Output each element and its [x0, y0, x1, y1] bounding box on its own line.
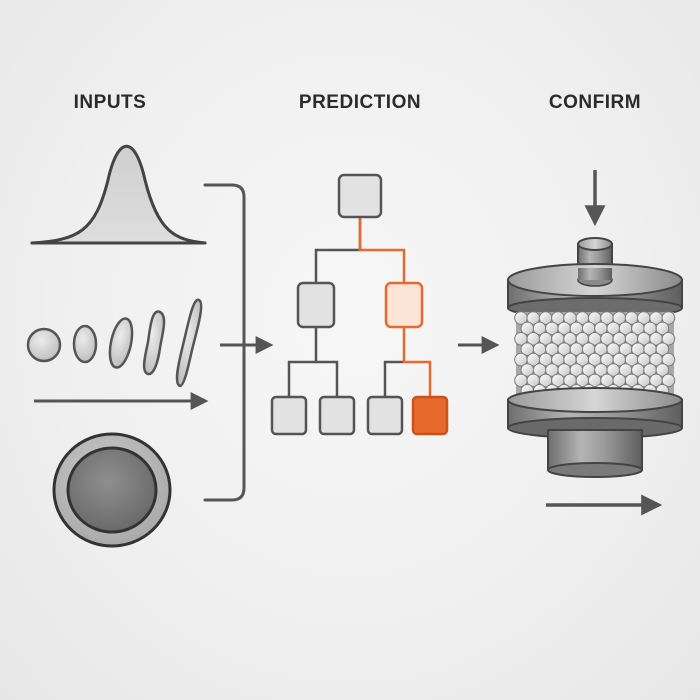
ring-cross-section-icon [52, 432, 172, 548]
tree-leaf-node [366, 395, 404, 436]
confirm-title: CONFIRM [548, 92, 642, 113]
inputs-merge-bracket [203, 183, 246, 502]
tree-root-node [337, 173, 383, 219]
particle-shape-sequence-icon [26, 298, 203, 388]
tree-leaf-node [270, 395, 308, 436]
tree-leaf-node [318, 395, 356, 436]
particle-sphere [661, 311, 676, 325]
inputs-title: INPUTS [73, 92, 147, 113]
prediction-title: PREDICTION [298, 92, 422, 113]
particle-sphere [661, 352, 676, 367]
particle-sphere [655, 342, 670, 357]
tree-left-node [296, 281, 336, 329]
compression-press-icon [507, 237, 683, 478]
particle-sphere [661, 373, 676, 388]
bell-curve-icon [30, 145, 207, 245]
decision-tree-icon [270, 173, 449, 436]
tree-right-node [384, 281, 424, 329]
particle-sphere [655, 363, 670, 377]
particle-sphere [655, 321, 670, 336]
tree-leaf-node-selected [411, 395, 449, 436]
particle-sphere [661, 332, 676, 346]
